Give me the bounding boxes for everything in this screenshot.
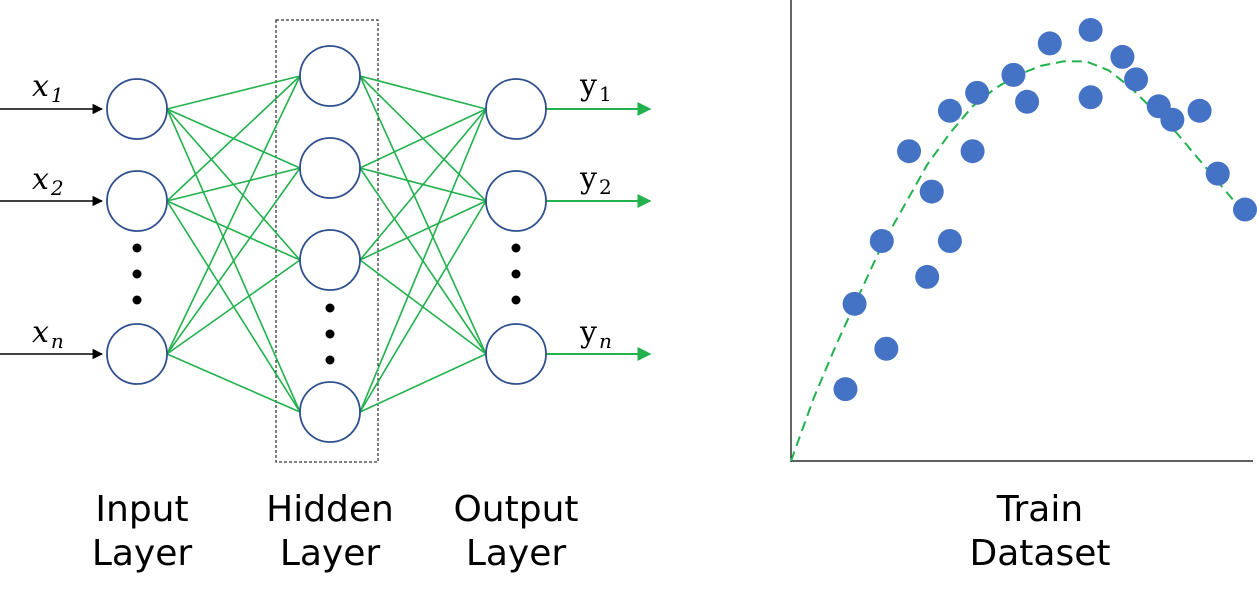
connection-input-2-hidden-2 — [166, 167, 301, 202]
data-point-14 — [1037, 31, 1062, 56]
connection-input-3-hidden-3 — [166, 259, 301, 355]
data-point-17 — [1110, 44, 1135, 69]
data-point-6 — [937, 228, 962, 253]
data-point-1 — [833, 377, 858, 402]
connection-input-3-hidden-2 — [166, 167, 301, 355]
data-points — [833, 17, 1257, 402]
data-point-21 — [1187, 98, 1212, 123]
hidden-layer-caption: Hidden Layer — [266, 489, 394, 574]
data-point-23 — [1233, 197, 1257, 222]
connection-hidden-2-output-1 — [359, 108, 487, 169]
connection-hidden-3-output-1 — [359, 108, 487, 261]
data-point-7 — [919, 179, 944, 204]
data-point-4 — [869, 228, 894, 253]
input-layer-caption: Input Layer — [91, 489, 193, 574]
data-point-11 — [965, 80, 990, 105]
hidden-layer-box — [275, 19, 379, 463]
output-ellipsis — [511, 243, 521, 305]
connections — [166, 75, 487, 413]
connection-input-1-hidden-1 — [166, 75, 301, 110]
data-point-20 — [1160, 107, 1185, 132]
input-node-2 — [106, 170, 168, 232]
nodes — [106, 45, 547, 443]
hidden-ellipsis — [325, 303, 335, 365]
output-node-2 — [485, 170, 547, 232]
data-point-9 — [937, 98, 962, 123]
train-dataset-chart — [790, 0, 1257, 462]
data-point-10 — [960, 139, 985, 164]
data-point-13 — [1015, 89, 1040, 114]
data-point-3 — [842, 291, 867, 316]
hidden-node-3 — [299, 229, 361, 291]
data-point-5 — [915, 264, 940, 289]
connection-hidden-4-output-1 — [359, 108, 487, 413]
connection-input-3-hidden-1 — [166, 75, 301, 355]
connection-input-2-hidden-1 — [166, 75, 301, 202]
input-node-1 — [106, 78, 168, 140]
connection-input-3-hidden-4 — [166, 353, 301, 413]
data-point-22 — [1205, 161, 1230, 186]
output-node-3 — [485, 323, 547, 385]
connection-hidden-1-output-3 — [359, 75, 487, 355]
connection-hidden-3-output-2 — [359, 200, 487, 261]
input-ellipsis — [132, 243, 142, 305]
chart-caption: Train Dataset — [969, 489, 1111, 574]
connection-hidden-4-output-2 — [359, 200, 487, 413]
input-node-3 — [106, 323, 168, 385]
output-layer-caption: Output Layer — [453, 489, 579, 574]
data-point-12 — [1001, 62, 1026, 87]
data-point-2 — [874, 336, 899, 361]
hidden-node-1 — [299, 45, 361, 107]
data-point-16 — [1078, 85, 1103, 110]
hidden-node-2 — [299, 137, 361, 199]
connection-hidden-1-output-1 — [359, 75, 487, 110]
hidden-node-4 — [299, 381, 361, 443]
connection-hidden-4-output-3 — [359, 353, 487, 413]
data-point-8 — [897, 139, 922, 164]
data-point-18 — [1124, 67, 1149, 92]
output-node-1 — [485, 78, 547, 140]
data-point-15 — [1078, 17, 1103, 42]
connection-input-2-hidden-3 — [166, 200, 301, 261]
